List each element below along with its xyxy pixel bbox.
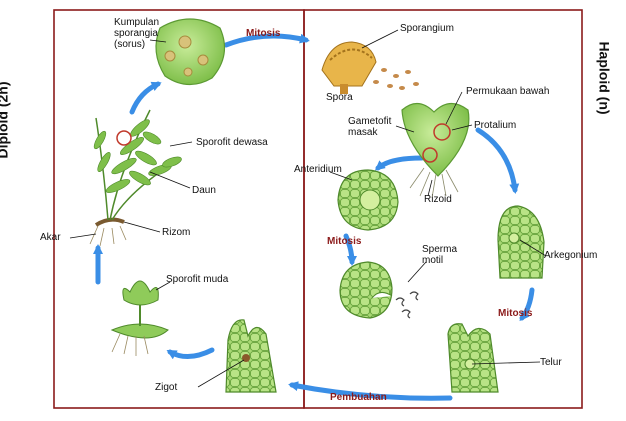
label-kumpulan-sporangia: Kumpulan sporangia (sorus) — [114, 17, 159, 50]
arkegonium-illustration — [497, 205, 545, 279]
sperma-release-illustration — [339, 261, 419, 319]
label-anteridium: Anteridium — [294, 164, 342, 175]
telur-illustration — [447, 323, 499, 393]
haploid-frame — [303, 9, 583, 409]
label-sperma-motil: Sperma motil — [422, 244, 457, 266]
label-kumpulan-line3: (sorus) — [114, 39, 146, 50]
diploid-side-label: Diploid (2n) — [0, 81, 11, 159]
sporofit-muda-illustration — [110, 280, 169, 356]
sperma-motil-glyphs — [395, 291, 419, 319]
label-kumpulan-line2: sporangia — [114, 28, 158, 39]
muda-roots — [111, 333, 149, 356]
anteridium-illustration — [337, 169, 399, 231]
label-rizom: Rizom — [162, 227, 191, 238]
label-mitosis-right: Mitosis — [498, 308, 533, 319]
arrow-mitosis-right — [519, 287, 535, 322]
label-arkegonium: Arkegonium — [544, 250, 598, 261]
label-pembuahan: Pembuahan — [330, 392, 387, 403]
label-spora: Spora — [326, 92, 353, 103]
label-telur: Telur — [540, 357, 562, 368]
anteridium-marker — [422, 147, 438, 163]
arrow-dewasa-sorus — [129, 81, 162, 115]
label-mitosis-left: Mitosis — [327, 236, 362, 247]
permukaan-bawah-marker — [433, 123, 451, 141]
fern-leaflets — [93, 119, 182, 193]
label-akar: Akar — [40, 232, 61, 243]
label-sporangium: Sporangium — [400, 23, 454, 34]
cycle-arrows — [93, 33, 535, 401]
label-mitosis-top: Mitosis — [246, 28, 281, 39]
sporofit-dewasa-illustration — [89, 109, 182, 247]
arrow-zigot-muda — [166, 347, 215, 360]
arrow-protalium-arkegonium — [475, 127, 520, 194]
label-kumpulan-line1: Kumpulan — [114, 17, 160, 28]
sorus-marker — [116, 130, 132, 146]
haploid-side-label: Haploid (n) — [596, 41, 613, 115]
zigot-illustration — [225, 319, 277, 393]
label-gametofit-masak: Gametofit masak — [348, 116, 391, 138]
spores — [373, 68, 419, 90]
label-sporofit-dewasa: Sporofit dewasa — [196, 137, 268, 148]
label-sporofit-muda: Sporofit muda — [166, 274, 229, 285]
akar-lines — [89, 225, 127, 247]
protalium-illustration — [401, 102, 470, 199]
leader-lines — [69, 29, 547, 388]
label-gametofit-line2: masak — [348, 127, 378, 138]
label-rizoid: Rizoid — [424, 194, 452, 205]
label-sperma-line2: motil — [422, 255, 444, 266]
label-zigot: Zigot — [155, 382, 178, 393]
label-permukaan-bawah: Permukaan bawah — [466, 86, 550, 97]
arrow-mitosis-top — [223, 33, 310, 48]
label-sperma-line1: Sperma — [422, 244, 458, 255]
sporangium-illustration — [321, 41, 419, 94]
rizoid-lines — [409, 167, 459, 199]
label-daun: Daun — [192, 185, 216, 196]
sorus-leaflet — [155, 18, 226, 86]
arrow-mitosis-left — [343, 233, 357, 266]
label-gametofit-line1: Gametofit — [348, 116, 392, 127]
arrow-protalium-anteridium — [374, 155, 425, 171]
arrow-pembuahan — [288, 381, 453, 401]
label-protalium: Protalium — [474, 120, 517, 131]
